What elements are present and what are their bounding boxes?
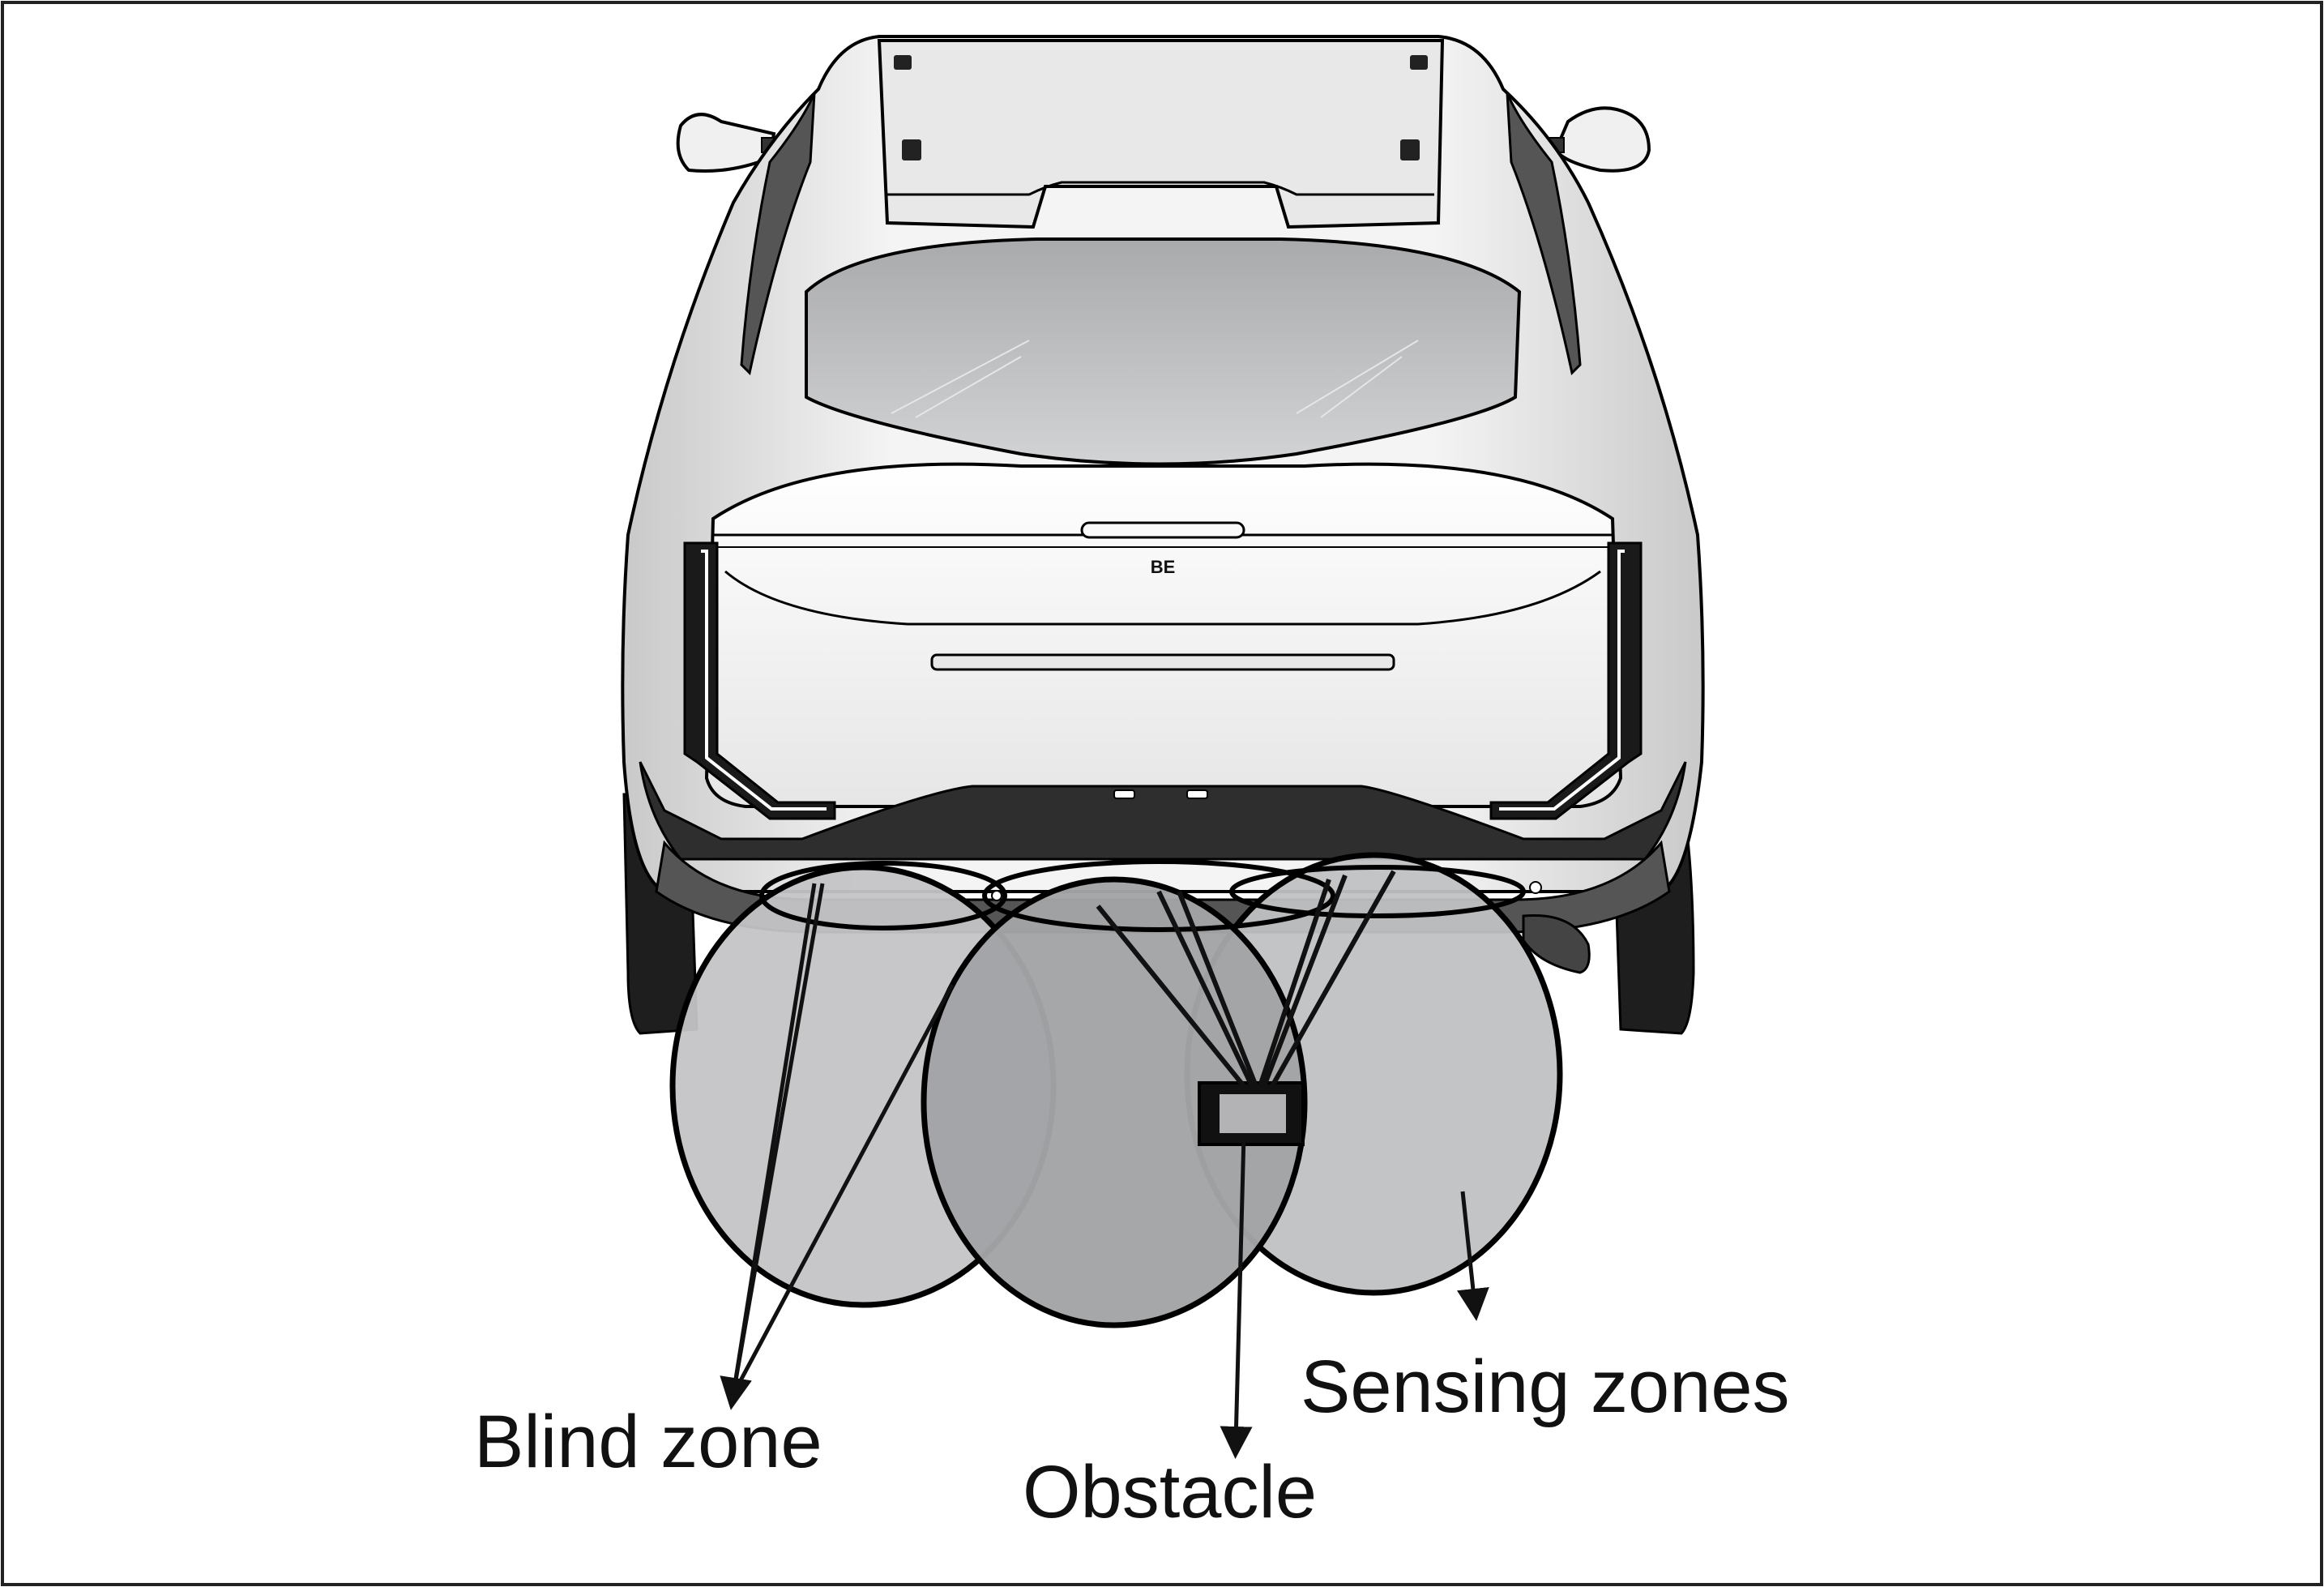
- sensing-zones-arrow: [1456, 1191, 1489, 1321]
- obstacle-label: Obstacle: [1023, 1451, 1317, 1534]
- right-c-pillar: [1506, 92, 1582, 376]
- brand-badge: BE: [1151, 557, 1176, 577]
- leader-arrows: [720, 883, 1489, 1459]
- roof-light-4: [1400, 139, 1420, 160]
- roof-light-2: [1410, 55, 1428, 70]
- sensor-lobe-right: [1229, 865, 1526, 918]
- right-tail-light: [1489, 541, 1643, 820]
- roof-light-3: [902, 139, 921, 160]
- sensor-left: [991, 890, 1002, 901]
- left-mirror: [676, 113, 776, 173]
- brake-light-bar: [1080, 521, 1245, 539]
- roof-light-1: [894, 55, 912, 70]
- left-c-pillar: [740, 92, 816, 376]
- sensor-rays: [1096, 870, 1396, 1088]
- obstacle-icon: [1198, 1081, 1305, 1146]
- rear-bumper: [639, 761, 1687, 861]
- trunk-light-strip: [930, 653, 1395, 671]
- blind-zone-arrow-2: [731, 883, 825, 1395]
- car-rear-view-icon: BE: [621, 35, 1705, 1035]
- left-tail-light: [683, 541, 836, 820]
- sensing-zones-label: Sensing zones: [1301, 1345, 1790, 1428]
- obstacle-arrow: [1220, 1134, 1253, 1459]
- sensor-right: [1529, 881, 1542, 894]
- sensor-lobe-center: [982, 859, 1335, 932]
- blind-zone-label: Blind zone: [474, 1401, 822, 1483]
- blind-zone-arrow-3: [731, 983, 955, 1396]
- rear-window: [805, 237, 1522, 466]
- right-mirror: [1553, 106, 1651, 173]
- sensor-lobe-left: [759, 861, 1007, 930]
- tailgate: [704, 462, 1623, 808]
